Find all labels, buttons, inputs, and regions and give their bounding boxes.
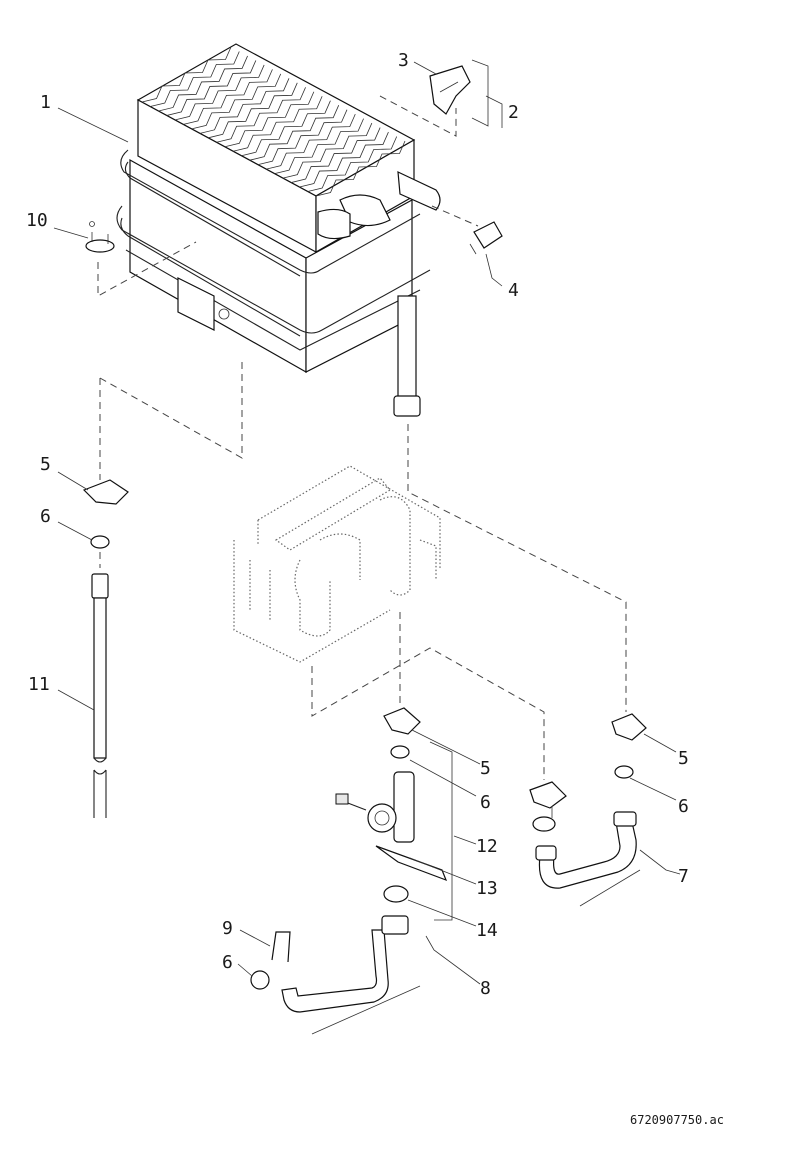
heat-exchanger-fin bbox=[315, 140, 406, 197]
clip-part-5-center bbox=[383, 707, 421, 735]
heat-exchanger-fin bbox=[307, 136, 398, 192]
label-part-2: 2 bbox=[508, 102, 519, 123]
seal-part-13 bbox=[375, 845, 448, 882]
drawing-reference-code: 6720907750.ac bbox=[630, 1113, 724, 1127]
label-part-10: 10 bbox=[26, 210, 48, 231]
heat-exchanger-fin bbox=[216, 87, 306, 143]
label-part-9: 9 bbox=[222, 918, 233, 939]
heat-exchanger-fin bbox=[158, 55, 248, 112]
label-part-5-left: 5 bbox=[40, 454, 51, 475]
label-part-1: 1 bbox=[40, 92, 51, 113]
o-ring-part-6-mid bbox=[532, 816, 556, 832]
label-part-13: 13 bbox=[476, 878, 498, 899]
label-part-6-right: 6 bbox=[678, 796, 689, 817]
flow-sensor-part-12 bbox=[335, 771, 415, 843]
heat-exchanger-fin bbox=[291, 127, 381, 183]
heat-exchanger-fin bbox=[233, 96, 323, 152]
o-ring-part-6-right bbox=[614, 765, 634, 779]
heat-exchanger-fin bbox=[191, 73, 282, 130]
label-part-6-bottom: 6 bbox=[222, 952, 233, 973]
heat-exchanger-fin bbox=[282, 122, 373, 179]
label-part-4: 4 bbox=[508, 280, 519, 301]
label-part-12: 12 bbox=[476, 836, 498, 857]
label-part-7: 7 bbox=[678, 866, 689, 887]
pipe-part-11 bbox=[91, 573, 109, 818]
o-ring-part-6-center bbox=[390, 745, 410, 759]
label-part-14: 14 bbox=[476, 920, 498, 941]
clip-part-3 bbox=[429, 65, 471, 115]
heat-exchanger-fin bbox=[141, 46, 232, 103]
heat-exchanger-fin bbox=[175, 64, 265, 121]
pipe-part-7 bbox=[535, 811, 637, 889]
callout-labels: 1 3 2 10 4 5 6 11 5 5 6 6 12 7 13 9 14 6… bbox=[26, 50, 689, 999]
heat-exchanger-fin bbox=[150, 51, 240, 107]
heat-exchanger-fin bbox=[199, 78, 290, 134]
o-ring-part-14 bbox=[383, 885, 409, 903]
pipe-part-8 bbox=[281, 915, 409, 1013]
clip-part-5-right bbox=[611, 713, 647, 741]
label-part-6-center: 6 bbox=[480, 792, 491, 813]
heat-exchanger-fin bbox=[183, 69, 273, 125]
heat-exchanger-fin bbox=[257, 109, 348, 166]
callout-leaders bbox=[53, 61, 681, 1035]
heat-exchanger-fin bbox=[208, 82, 298, 139]
o-ring-part-6-left bbox=[90, 535, 110, 549]
heat-exchanger-fin bbox=[249, 105, 340, 161]
heat-exchanger-fin bbox=[241, 100, 331, 157]
overheat-limiter-part-10 bbox=[85, 221, 115, 253]
label-part-5-center: 5 bbox=[480, 758, 491, 779]
clip-part-9 bbox=[271, 931, 291, 963]
label-part-5-right: 5 bbox=[678, 748, 689, 769]
heat-exchanger-fin bbox=[166, 60, 257, 116]
clip-part-5-mid bbox=[529, 781, 567, 809]
label-part-6-left: 6 bbox=[40, 506, 51, 527]
heat-exchanger-fin bbox=[224, 91, 315, 148]
heat-exchanger-fin bbox=[299, 131, 389, 188]
o-ring-part-6-bottom bbox=[250, 970, 270, 990]
clip-part-5-left bbox=[82, 479, 129, 505]
installed-position-assembly bbox=[233, 465, 441, 663]
heat-exchanger-part-1 bbox=[116, 43, 441, 417]
heat-exchanger-fin bbox=[274, 118, 364, 175]
label-part-11: 11 bbox=[28, 674, 50, 695]
temperature-sensor-part-4 bbox=[469, 221, 503, 255]
label-part-3: 3 bbox=[398, 50, 409, 71]
bracket-part-2 bbox=[471, 59, 489, 127]
heat-exchanger-fin bbox=[266, 113, 356, 170]
label-part-8: 8 bbox=[480, 978, 491, 999]
